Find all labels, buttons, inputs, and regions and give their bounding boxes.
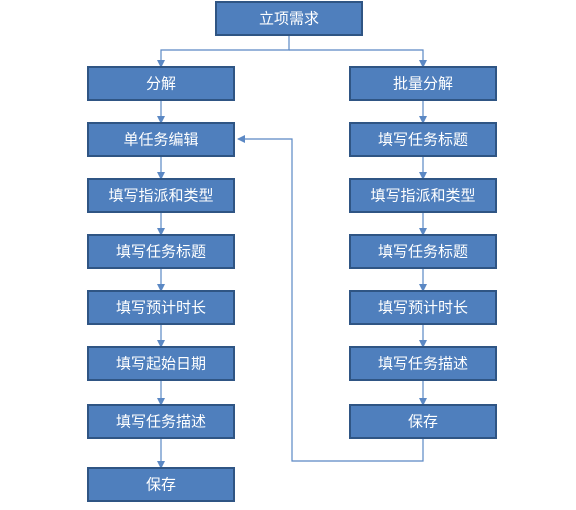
right-step-task-title-a-label: 填写任务标题 bbox=[378, 131, 468, 149]
left-step-save[interactable]: 保存 bbox=[87, 467, 235, 502]
connector-root-to-left bbox=[157, 35, 290, 68]
right-step-assign-type[interactable]: 填写指派和类型 bbox=[349, 178, 497, 213]
left-step-estimated-duration[interactable]: 填写预计时长 bbox=[87, 290, 235, 325]
left-step-start-date-label: 填写起始日期 bbox=[116, 355, 206, 373]
right-step-task-description[interactable]: 填写任务描述 bbox=[349, 346, 497, 381]
left-step-single-task-edit-label: 单任务编辑 bbox=[123, 131, 198, 149]
left-step-task-description-label: 填写任务描述 bbox=[116, 413, 206, 431]
right-step-batch-decompose-label: 批量分解 bbox=[393, 75, 453, 93]
left-step-decompose[interactable]: 分解 bbox=[87, 66, 235, 101]
connectors bbox=[157, 35, 427, 469]
left-step-single-task-edit[interactable]: 单任务编辑 bbox=[87, 122, 235, 157]
left-step-task-title-label: 填写任务标题 bbox=[116, 243, 206, 261]
left-step-save-label: 保存 bbox=[146, 476, 176, 494]
right-step-save-label: 保存 bbox=[408, 413, 438, 431]
connector-right-save-loop bbox=[237, 135, 424, 462]
root-node-label: 立项需求 bbox=[259, 10, 319, 28]
left-step-start-date[interactable]: 填写起始日期 bbox=[87, 346, 235, 381]
right-step-task-title-b[interactable]: 填写任务标题 bbox=[349, 234, 497, 269]
left-column: 分解 单任务编辑 填写指派和类型 填写任务标题 填写预计时长 填写起始日期 填写… bbox=[87, 66, 235, 502]
left-step-assign-type[interactable]: 填写指派和类型 bbox=[87, 178, 235, 213]
right-step-estimated-duration[interactable]: 填写预计时长 bbox=[349, 290, 497, 325]
left-step-task-description[interactable]: 填写任务描述 bbox=[87, 404, 235, 439]
connector-root-to-right bbox=[289, 49, 427, 68]
right-column: 批量分解 填写任务标题 填写指派和类型 填写任务标题 填写预计时长 填写任务描述… bbox=[349, 66, 497, 439]
right-step-task-title-a[interactable]: 填写任务标题 bbox=[349, 122, 497, 157]
right-step-batch-decompose[interactable]: 批量分解 bbox=[349, 66, 497, 101]
root-node[interactable]: 立项需求 bbox=[215, 1, 363, 36]
left-step-task-title[interactable]: 填写任务标题 bbox=[87, 234, 235, 269]
left-step-assign-type-label: 填写指派和类型 bbox=[108, 187, 213, 205]
left-step-estimated-duration-label: 填写预计时长 bbox=[116, 299, 206, 317]
right-step-save[interactable]: 保存 bbox=[349, 404, 497, 439]
right-step-assign-type-label: 填写指派和类型 bbox=[370, 187, 475, 205]
right-step-estimated-duration-label: 填写预计时长 bbox=[378, 299, 468, 317]
right-step-task-description-label: 填写任务描述 bbox=[378, 355, 468, 373]
left-step-decompose-label: 分解 bbox=[146, 75, 176, 93]
right-step-task-title-b-label: 填写任务标题 bbox=[378, 243, 468, 261]
